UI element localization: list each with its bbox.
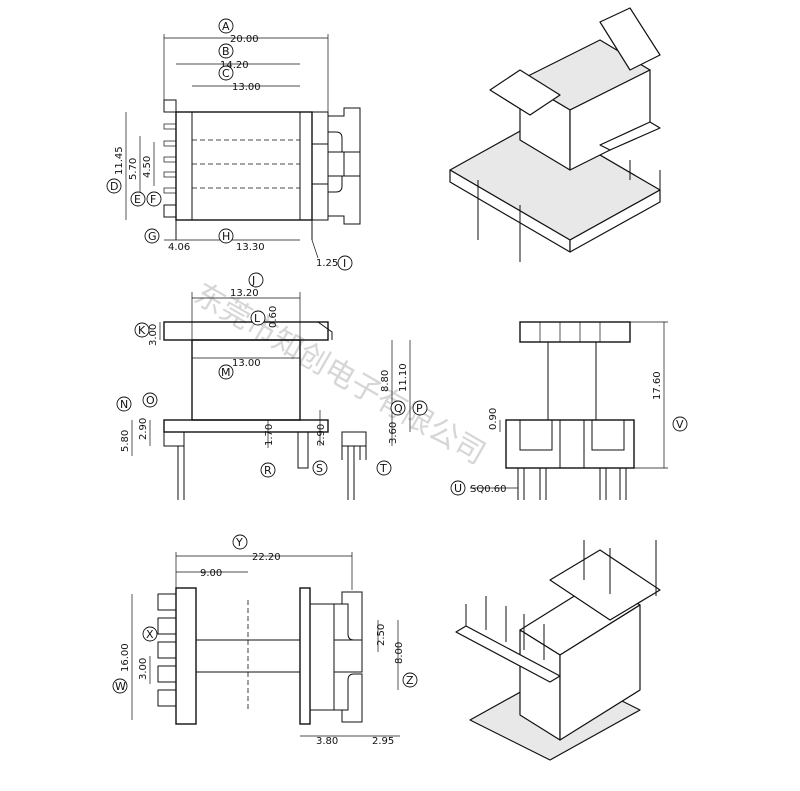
dim-b-text: 14.20 [220,60,249,71]
svg-text:Y: Y [235,536,243,549]
callout-b: B [218,43,234,59]
dim-r-text: 1.70 [264,424,275,446]
callout-f: F [146,191,162,207]
dim-9-00-text: 9.00 [200,568,222,579]
callout-d: D [106,178,122,194]
svg-text:M: M [221,366,231,379]
iso-view-top [449,7,661,262]
callout-n: N [116,396,132,412]
svg-text:X: X [146,628,154,641]
svg-text:N: N [120,398,128,411]
dim-2-90-left-text: 2.90 [138,418,149,440]
callout-l: L [250,310,266,326]
dim-f-text: 4.50 [142,156,153,178]
svg-text:I: I [343,257,346,270]
svg-text:H: H [222,230,230,243]
callout-k: K [134,322,150,338]
svg-text:E: E [134,193,141,206]
callout-a: A [218,18,234,34]
dim-k-text: 3.00 [148,324,159,346]
callout-w: W [112,678,128,694]
callout-v: V [672,416,688,432]
dim-h-text: 13.30 [236,242,265,253]
svg-text:P: P [416,402,423,415]
dim-j-text: 13.20 [230,288,259,299]
callout-u: U [450,480,466,496]
dim-l-text: 0.60 [268,306,279,328]
front-view: 17.60 0.90 SQ0.60 U V [450,321,688,500]
svg-text:Q: Q [394,402,403,415]
callout-e: E [130,191,146,207]
svg-text:F: F [150,193,156,206]
dim-g-text: 4.06 [168,242,190,253]
svg-text:Z: Z [406,674,414,687]
dim-c-text: 13.00 [232,82,261,93]
callout-c: C [218,65,234,81]
svg-text:L: L [254,312,261,325]
dim-16-00-text: 16.00 [120,643,131,672]
dim-3-80-text: 3.80 [316,736,338,747]
dim-2-95-text: 2.95 [372,736,394,747]
iso-view-bottom [455,540,661,761]
callout-t: T [376,460,392,476]
callout-i: I [337,255,353,271]
dim-u-text: SQ0.60 [470,484,506,495]
dim-0-90-text: 0.90 [488,408,499,430]
callout-q: Q [390,400,406,416]
side-view: 13.20 0.60 3.00 13.00 8.80 11.10 2.90 5.… [116,272,428,500]
dim-8-00-text: 8.00 [394,642,405,664]
svg-text:G: G [148,230,157,243]
dim-11-10-text: 11.10 [398,363,409,392]
dim-2-90-right-text: 2.90 [316,424,327,446]
callout-r: R [260,462,276,478]
dim-y-text: 22.20 [252,552,281,563]
callout-y: Y [232,534,248,550]
dim-i-text: 1.25 [316,258,338,269]
watermark-text: 东莞市知创电子有限公司 [188,277,491,472]
svg-text:T: T [379,462,387,475]
dim-5-80-text: 5.80 [120,430,131,452]
svg-text:O: O [146,394,155,407]
dim-e-text: 5.70 [128,158,139,180]
callout-p: P [412,400,428,416]
callout-z: Z [402,672,418,688]
svg-text:V: V [676,418,684,431]
svg-text:U: U [454,482,462,495]
dim-m-text: 13.00 [232,358,261,369]
svg-text:W: W [115,680,126,693]
dim-d-text: 11.45 [114,146,125,175]
callout-j: J [248,272,264,288]
callout-m: M [218,364,234,380]
dim-2-50-text: 2.50 [376,624,387,646]
callout-s: S [312,460,328,476]
svg-text:B: B [222,45,230,58]
dim-3-00-text: 3.00 [138,658,149,680]
top-view: 20.00 14.20 13.00 11.45 5.70 4.50 4.06 1… [106,18,361,271]
callout-h: H [218,228,234,244]
dim-8-80-text: 8.80 [380,370,391,392]
bottom-view: 22.20 9.00 16.00 3.00 2.50 8.00 3.80 2.9… [112,534,418,747]
svg-text:S: S [316,462,323,475]
svg-text:A: A [222,20,230,33]
callout-g: G [144,228,160,244]
dim-v-text: 17.60 [652,371,663,400]
svg-text:K: K [138,324,146,337]
callout-x: X [142,626,158,642]
svg-text:J: J [251,274,255,287]
callout-o: O [142,392,158,408]
dim-a-text: 20.00 [230,34,259,45]
dim-3-60-text: 3.60 [388,422,399,444]
svg-text:R: R [264,464,272,477]
svg-text:C: C [222,67,230,80]
svg-text:D: D [110,180,118,193]
